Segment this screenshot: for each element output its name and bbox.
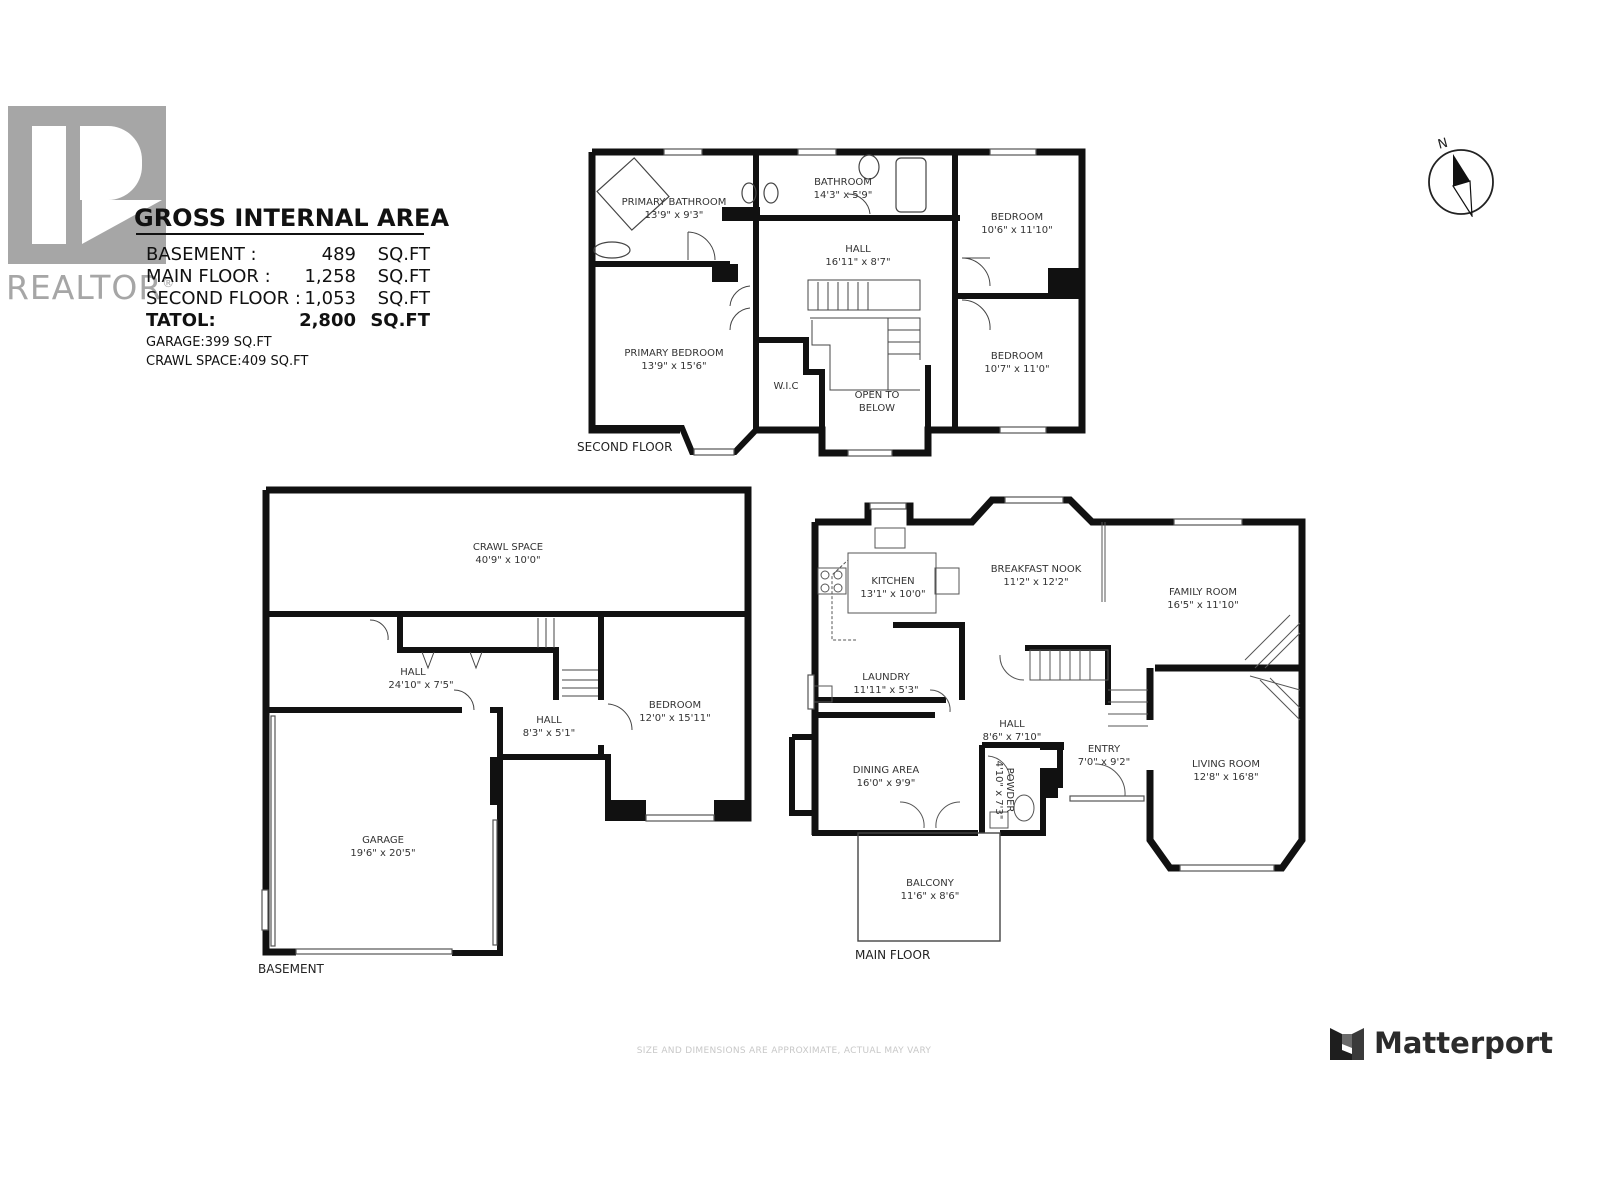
room-kitchen: KITCHEN <box>871 576 914 587</box>
room-crawl-space: CRAWL SPACE <box>473 542 543 553</box>
area-row-basement: BASEMENT : 489 SQ.FT <box>146 244 430 265</box>
room-living-room: LIVING ROOM <box>1192 759 1260 770</box>
svg-text:13'1" x 10'0": 13'1" x 10'0" <box>860 589 925 600</box>
second-floor-label: SECOND FLOOR <box>577 440 672 454</box>
area-row-total: TATOL: 2,800 SQ.FT <box>146 310 430 331</box>
svg-text:12'0" x 15'11": 12'0" x 15'11" <box>639 713 711 724</box>
area-row-second-floor: SECOND FLOOR : 1,053 SQ.FT <box>146 288 430 309</box>
basement-plan <box>261 486 752 956</box>
room-hall-small: HALL <box>536 715 562 726</box>
svg-text:13'9" x 15'6": 13'9" x 15'6" <box>641 361 706 372</box>
room-primary-bathroom: PRIMARY BATHROOM <box>622 197 727 208</box>
room-hall-main: HALL <box>999 719 1025 730</box>
room-balcony: BALCONY <box>906 878 955 889</box>
svg-text:14'3" x 5'9": 14'3" x 5'9" <box>814 190 873 201</box>
realtor-logo-icon <box>8 106 166 264</box>
gross-internal-area-title: GROSS INTERNAL AREA <box>134 204 450 232</box>
room-entry: ENTRY <box>1088 744 1121 755</box>
svg-text:11'6" x 8'6": 11'6" x 8'6" <box>901 891 960 902</box>
disclaimer-text: SIZE AND DIMENSIONS ARE APPROXIMATE, ACT… <box>636 1046 932 1056</box>
svg-text:19'6" x 20'5": 19'6" x 20'5" <box>350 848 415 859</box>
area-row-main-floor: MAIN FLOOR : 1,258 SQ.FT <box>146 266 430 287</box>
svg-text:16'5" x 11'10": 16'5" x 11'10" <box>1167 600 1239 611</box>
realtor-watermark-text: REALTOR® <box>6 268 176 307</box>
room-primary-bedroom: PRIMARY BEDROOM <box>624 348 723 359</box>
svg-text:BELOW: BELOW <box>859 403 895 414</box>
main-floor-plan <box>789 496 1306 942</box>
second-floor-plan <box>588 148 1086 457</box>
room-garage: GARAGE <box>362 835 404 846</box>
svg-text:11'11" x 5'3": 11'11" x 5'3" <box>853 685 918 696</box>
area-summary-table: BASEMENT : 489 SQ.FT MAIN FLOOR : 1,258 … <box>146 244 430 370</box>
svg-text:16'0" x 9'9": 16'0" x 9'9" <box>857 778 916 789</box>
svg-text:4'10" x 7'3": 4'10" x 7'3" <box>993 761 1004 820</box>
svg-text:N: N <box>1436 136 1449 153</box>
second-floor-room-labels: PRIMARY BATHROOM 13'9" x 9'3" BATHROOM 1… <box>622 177 1053 414</box>
matterport-logo-icon <box>1330 1028 1364 1060</box>
room-breakfast-nook: BREAKFAST NOOK <box>991 564 1082 575</box>
room-bedroom-1: BEDROOM <box>991 212 1043 223</box>
room-laundry: LAUNDRY <box>862 672 910 683</box>
svg-text:16'11" x 8'7": 16'11" x 8'7" <box>825 257 890 268</box>
matterport-logo: Matterport <box>1328 1024 1553 1062</box>
room-hall-upper: HALL <box>845 244 871 255</box>
room-dining-area: DINING AREA <box>853 765 920 776</box>
room-family-room: FAMILY ROOM <box>1169 587 1237 598</box>
room-bedroom-basement: BEDROOM <box>649 700 701 711</box>
room-bedroom-2: BEDROOM <box>991 351 1043 362</box>
title-underline <box>136 233 424 235</box>
room-bathroom: BATHROOM <box>814 177 872 188</box>
matterport-wordmark: Matterport <box>1374 1026 1553 1060</box>
svg-text:24'10" x 7'5": 24'10" x 7'5" <box>388 680 453 691</box>
svg-text:40'9" x 10'0": 40'9" x 10'0" <box>475 555 540 566</box>
main-floor-room-labels: KITCHEN 13'1" x 10'0" BREAKFAST NOOK 11'… <box>853 564 1260 902</box>
main-floor-label: MAIN FLOOR <box>855 948 930 962</box>
basement-label: BASEMENT <box>258 962 325 976</box>
svg-text:7'0" x 9'2": 7'0" x 9'2" <box>1078 757 1130 768</box>
svg-text:10'7" x 11'0": 10'7" x 11'0" <box>984 364 1049 375</box>
room-powder: POWDER <box>1004 768 1015 813</box>
room-open-to-below: OPEN TO <box>855 390 900 401</box>
room-hall-basement: HALL <box>400 667 426 678</box>
north-arrow-icon: N <box>1428 136 1494 217</box>
svg-text:8'6" x 7'10": 8'6" x 7'10" <box>983 732 1042 743</box>
room-wic: W.I.C <box>773 381 798 392</box>
svg-text:11'2" x 12'2": 11'2" x 12'2" <box>1003 577 1068 588</box>
svg-text:13'9" x 9'3": 13'9" x 9'3" <box>645 210 704 221</box>
basement-room-labels: CRAWL SPACE 40'9" x 10'0" HALL 24'10" x … <box>350 542 710 859</box>
area-extra-crawl-space: CRAWL SPACE:409 SQ.FT <box>146 354 309 369</box>
svg-text:8'3" x 5'1": 8'3" x 5'1" <box>523 728 575 739</box>
svg-text:12'8" x 16'8": 12'8" x 16'8" <box>1193 772 1258 783</box>
area-extra-garage: GARAGE:399 SQ.FT <box>146 335 272 350</box>
svg-text:10'6" x 11'10": 10'6" x 11'10" <box>981 225 1053 236</box>
